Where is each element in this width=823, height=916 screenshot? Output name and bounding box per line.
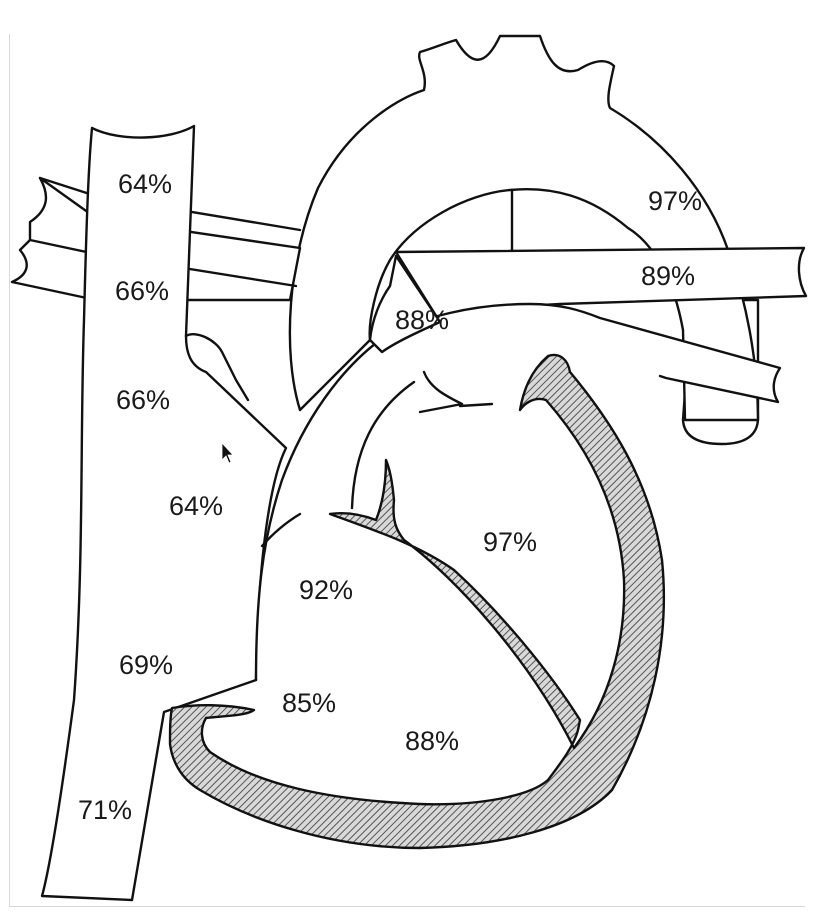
right-atrium-saturation: 64% <box>169 491 223 521</box>
rv-body-saturation: 88% <box>405 726 459 756</box>
frame-left-edge <box>9 34 10 906</box>
aorta-saturation: 97% <box>648 186 702 216</box>
svc-lower-saturation: 66% <box>116 385 170 415</box>
svc-junction-detail <box>184 333 250 402</box>
ivc-upper-saturation: 69% <box>119 650 173 680</box>
atrial-septum-mark <box>260 512 302 548</box>
pulmonary-branch-saturation: 89% <box>641 261 695 291</box>
outflow-partition <box>350 370 494 510</box>
rv-inflow-saturation: 85% <box>282 688 336 718</box>
mouse-cursor-icon <box>221 441 234 464</box>
svc-mid-saturation: 66% <box>115 276 169 306</box>
pulmonary-artery-saturation: 88% <box>395 305 449 335</box>
superior-vena-cava <box>40 124 288 902</box>
svc-upper-saturation: 64% <box>118 169 172 199</box>
rv-outflow-saturation: 92% <box>299 575 353 605</box>
frame-bottom-edge <box>9 906 805 907</box>
pulmonary-trunk <box>368 254 442 354</box>
interventricular-septum <box>168 353 665 850</box>
aortic-arch <box>288 34 760 422</box>
ivc-lower-saturation: 71% <box>78 795 132 825</box>
arch-inner-curve <box>498 188 526 254</box>
left-ventricle-saturation: 97% <box>483 527 537 557</box>
